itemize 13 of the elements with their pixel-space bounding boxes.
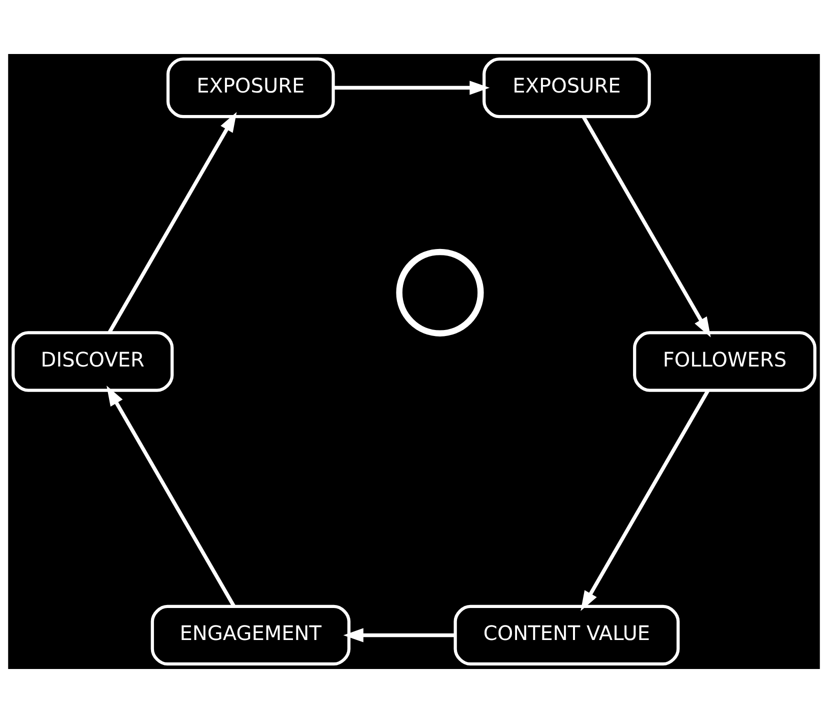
node-box: DISCOVER <box>12 330 174 392</box>
arrow <box>582 116 711 337</box>
arrow <box>343 628 456 642</box>
node-box: CONTENT VALUE <box>454 604 680 666</box>
arrow <box>580 389 710 611</box>
arrow <box>333 80 490 94</box>
node-box: EXPOSURE <box>166 56 335 118</box>
node-box: ENGAGEMENT <box>150 604 350 666</box>
node-box: EXPOSURE <box>482 56 651 118</box>
arrow <box>108 111 237 333</box>
node-circle <box>396 248 484 336</box>
arrow <box>106 385 236 606</box>
node-box: FOLLOWERS <box>633 330 816 392</box>
